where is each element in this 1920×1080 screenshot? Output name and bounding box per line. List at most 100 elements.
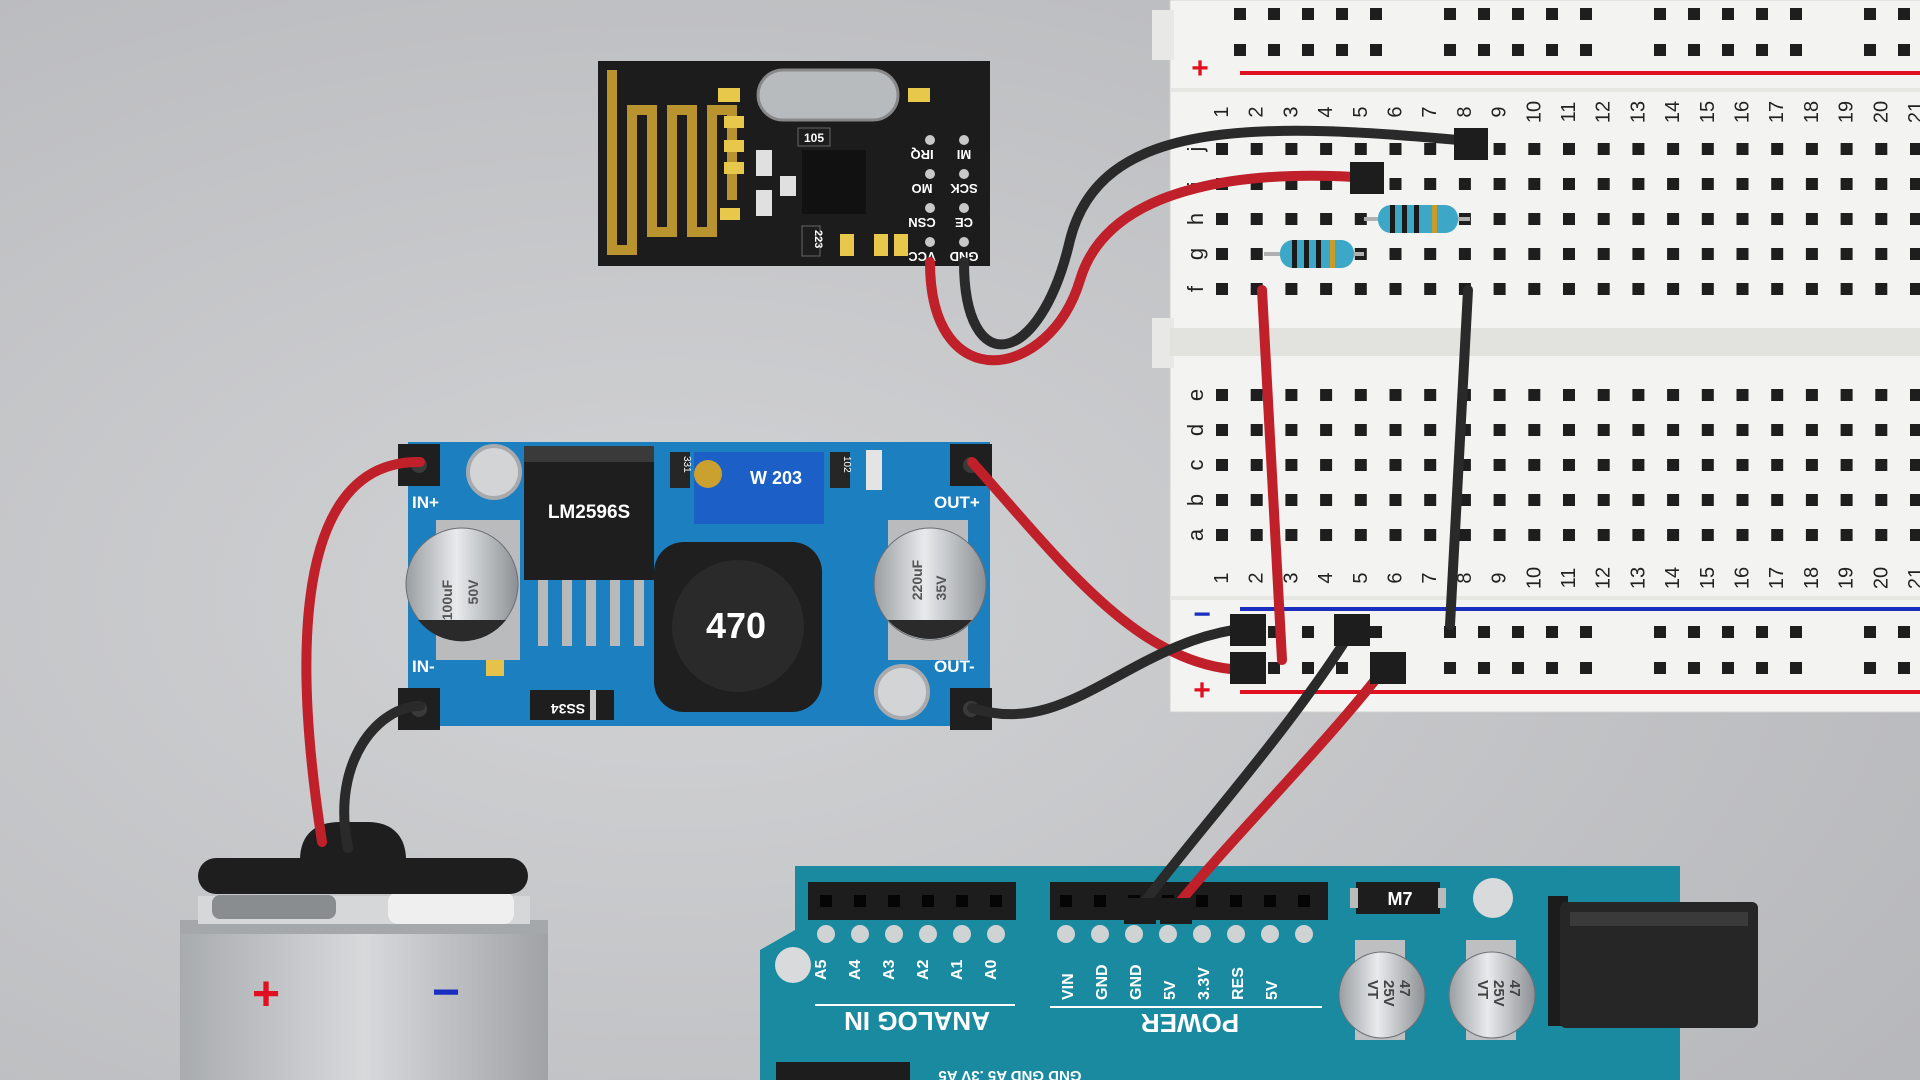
breadboard-hole [1632,283,1645,295]
arduino-pin-pad [1227,925,1245,943]
nrf-pin-gnd: GND [950,249,979,264]
arduino-pin-pad [1261,925,1279,943]
resistor-102 [830,452,850,488]
pin-label-3v3: 3.3V [1196,967,1213,1000]
breadboard-hole [1250,248,1263,260]
input-cap-voltage: 50V [465,579,481,605]
arduino-cap-1-voltage: 25V [1380,980,1397,1007]
breadboard-hole [1875,529,1888,541]
breadboard-hole [1216,283,1228,295]
breadboard-column-number: 21 [1905,567,1920,589]
breadboard-hole [1875,389,1888,401]
breadboard-hole [1805,143,1818,155]
breadboard-hole [1493,494,1506,506]
breadboard-hole [1771,459,1784,471]
breadboard-column-number: 19 [1836,567,1858,589]
breadboard-hole [1216,389,1228,401]
nrf-pin-labels-left: IRQ MO CSN VCC [908,147,936,264]
breadboard-hole [1528,424,1541,436]
top-rail-plus-sign: + [1191,52,1209,85]
jumper-black-col8 [1445,285,1473,630]
breadboard-column-number: 14 [1662,567,1684,589]
breadboard-hole [1805,529,1818,541]
breadboard-hole [1875,213,1888,225]
breadboard-hole [1389,283,1402,295]
breadboard-column-number: 10 [1523,567,1545,589]
wire-connectors [1124,128,1488,924]
breadboard-hole [1632,529,1645,541]
breadboard-hole [1563,459,1575,471]
pin-label-5v-1: 5V [1162,980,1179,1000]
breadboard-row-letter: j [1183,147,1208,153]
arduino-header-hole [922,895,934,907]
breadboard-hole [1424,424,1437,436]
breadboard-hole [1910,459,1920,471]
breadboard-rail-hole [1268,8,1280,20]
breadboard-hole [1528,459,1541,471]
breadboard-hole [1667,459,1680,471]
breadboard-hole [1701,424,1714,436]
nrf-pin-csn: CSN [908,215,935,230]
breadboard-hole [1840,424,1853,436]
breadboard-hole [1805,459,1818,471]
breadboard-hole [1840,459,1853,471]
pin-label-gnd-2: GND [1128,964,1145,1000]
breadboard-rail-hole [1512,662,1524,674]
breadboard-row-letter: e [1183,389,1208,401]
breadboard-hole [1285,283,1298,295]
breadboard-rail-hole [1478,662,1490,674]
breadboard-hole [1910,494,1920,506]
breadboard-hole [1805,424,1818,436]
breadboard-hole [1389,459,1402,471]
breadboard-hole [1771,178,1784,190]
breadboard-row-letter: d [1183,424,1208,436]
breadboard-hole [1250,213,1263,225]
arduino-cap-2-voltage: 25V [1490,980,1507,1007]
breadboard-rail-hole [1580,44,1592,56]
breadboard-hole [1250,459,1263,471]
breadboard-bottom-rail-separator [1170,596,1920,600]
buck-mounting-hole-2 [874,664,930,720]
jumper-red-col2 [1257,285,1287,665]
breadboard-hole [1424,459,1437,471]
arduino-pin-pad [1057,925,1075,943]
breadboard-rail-hole [1302,626,1314,638]
regulator-label: M7 [1387,889,1412,909]
breadboard-hole [1285,213,1298,225]
dc-jack [1560,902,1758,1028]
battery-snap-boot [300,822,406,860]
breadboard-hole [1250,143,1263,155]
breadboard-rail-hole [1234,44,1246,56]
breadboard-rail-hole [1512,8,1524,20]
breadboard-hole [1424,178,1437,190]
breadboard-hole [1458,494,1471,506]
breadboard-rail-hole [1302,44,1314,56]
nrf-pin-irq: IRQ [910,147,933,162]
inductor-core [672,560,804,692]
breadboard-hole [1216,248,1228,260]
label-in-plus: IN+ [412,493,439,512]
nrf-chip-code-2-box [801,225,821,257]
breadboard-hole [1875,459,1888,471]
breadboard-hole [1771,529,1784,541]
breadboard-hole [1736,494,1749,506]
breadboard-column-number: 6 [1385,572,1407,583]
breadboard-hole [1771,213,1784,225]
pin-label-gnd-1: GND [1094,964,1111,1000]
breadboard-column-number: 15 [1697,567,1719,589]
breadboard-hole [1701,389,1714,401]
breadboard-rail-hole [1756,8,1768,20]
resistor-331 [670,452,690,488]
breadboard-row-letter: c [1183,460,1208,471]
breadboard-hole [1563,213,1575,225]
resistor-1 [1264,240,1364,268]
breadboard-rail-hole [1444,8,1456,20]
breadboard-hole [1285,459,1298,471]
breadboard-rail-hole [1654,44,1666,56]
breadboard-column-number: 17 [1766,101,1788,123]
breadboard-hole [1701,248,1714,260]
breadboard-hole [1493,424,1506,436]
ic-body [524,462,654,580]
breadboard-column-number: 16 [1732,101,1754,123]
